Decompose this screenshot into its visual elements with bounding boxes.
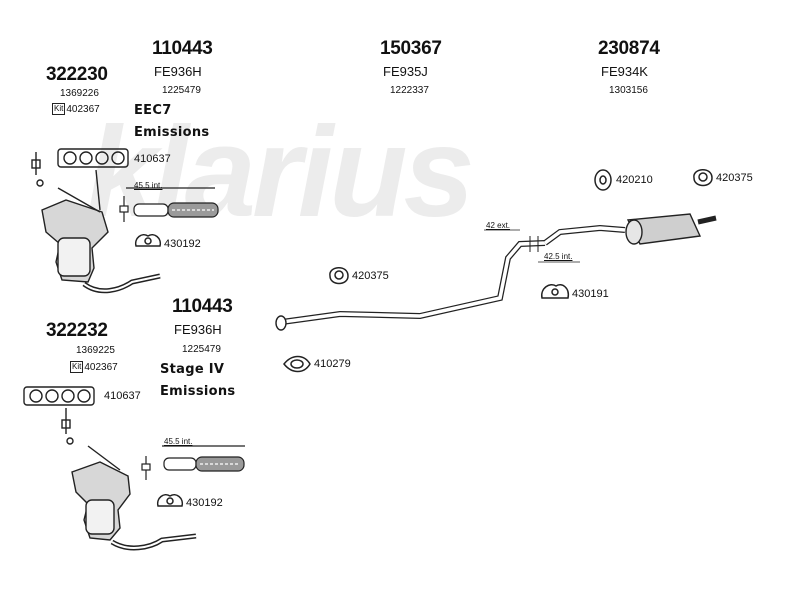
kit-number: 402367	[84, 362, 118, 373]
gasket-410279	[283, 355, 311, 373]
part-label-430191: 430191	[572, 288, 609, 300]
flexi-pipe-top	[119, 187, 219, 222]
model-fe934k: FE934K	[601, 64, 648, 79]
emission-note-line1: EEC7	[134, 103, 172, 118]
rubber-ring-420210	[594, 169, 612, 191]
stage-note-line2: Emissions	[160, 384, 236, 399]
model-fe935j: FE935J	[383, 64, 428, 79]
part-label-410637-top: 410637	[134, 153, 171, 165]
oe-code-1222337: 1222337	[390, 85, 429, 96]
oe-code-1225479-top: 1225479	[162, 85, 201, 96]
manifold-gasket-top	[57, 148, 129, 168]
part-number-110443-bottom: 110443	[172, 296, 233, 317]
emission-note-line2: Emissions	[134, 125, 210, 140]
rubber-ring-420375-mid	[329, 267, 349, 285]
part-label-420375-mid: 420375	[352, 270, 389, 282]
mount-430191	[541, 284, 570, 299]
rubber-mount-430192-bottom	[156, 494, 184, 507]
part-label-410637-bottom: 410637	[104, 390, 141, 402]
stage-note-line1: Stage IV	[160, 362, 225, 377]
catalytic-converter-top	[41, 169, 161, 294]
oe-code-1369225: 1369225	[76, 345, 115, 356]
catalytic-converter-bottom	[71, 445, 197, 551]
part-label-420375-right: 420375	[716, 172, 753, 184]
part-label-430192-bottom: 430192	[186, 497, 223, 509]
rear-silencer	[538, 213, 717, 263]
dimension-label-bottom: 45.5 int.	[164, 437, 193, 446]
kit-icon: Kit	[52, 103, 66, 115]
part-label-430192-top: 430192	[164, 238, 201, 250]
kit-number: 402367	[66, 104, 100, 115]
lambda-sensor-top	[31, 152, 44, 187]
oe-code-1303156: 1303156	[609, 85, 648, 96]
oe-code-1369226: 1369226	[60, 88, 99, 99]
flexi-pipe-bottom	[141, 445, 245, 480]
watermark: klarius	[86, 101, 471, 244]
manifold-gasket-bottom	[23, 386, 95, 406]
part-label-410279: 410279	[314, 358, 351, 370]
part-number-322230: 322230	[46, 64, 108, 85]
part-number-322232: 322232	[46, 320, 108, 341]
rubber-ring-420375-right	[693, 169, 713, 187]
model-fe936h-top: FE936H	[154, 64, 202, 79]
lambda-sensor-bottom	[61, 408, 74, 445]
dimension-label-ext: 42 ext.	[486, 221, 511, 230]
part-number-230874: 230874	[598, 38, 660, 59]
kit-icon: Kit	[70, 361, 84, 373]
oe-code-1225479-bottom: 1225479	[182, 344, 221, 355]
dimension-label-int: 42.5 int.	[544, 252, 573, 261]
part-label-420210: 420210	[616, 174, 653, 186]
model-fe936h-bottom: FE936H	[174, 322, 222, 337]
dimension-label-top: 45.5 int.	[134, 181, 163, 190]
part-number-110443-top: 110443	[152, 38, 213, 59]
part-number-150367: 150367	[380, 38, 442, 59]
rubber-mount-430192-top	[134, 234, 162, 247]
middle-pipe	[275, 229, 546, 331]
